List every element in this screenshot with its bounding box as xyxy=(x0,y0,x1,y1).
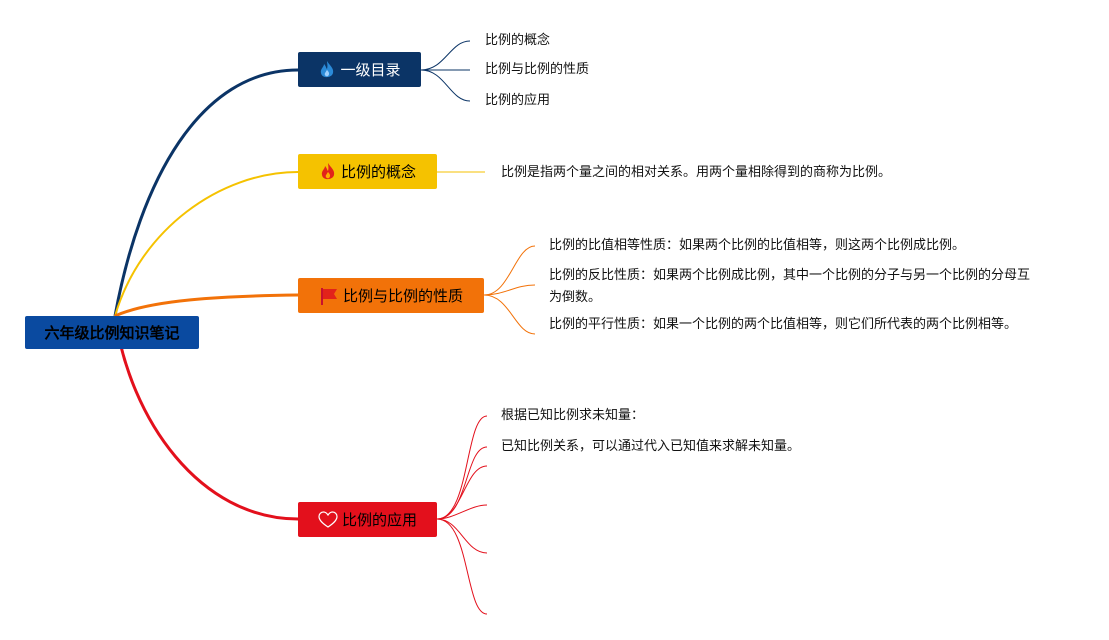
leaf-application-1[interactable]: 根据已知比例求未知量： xyxy=(501,408,645,423)
branch-label: 比例的应用 xyxy=(341,511,417,529)
leaf-application-2[interactable]: 已知比例关系，可以通过代入已知值来求解未知量。 xyxy=(501,439,801,454)
fire-icon xyxy=(319,162,337,182)
branch-label: 比例与比例的性质 xyxy=(342,287,463,305)
link-b4-c5 xyxy=(436,518,488,554)
root-label: 六年级比例知识笔记 xyxy=(44,324,180,342)
branch-label: 一级目录 xyxy=(340,61,401,79)
root-node[interactable]: 六年级比例知识笔记 xyxy=(25,316,199,349)
leaf-property-2[interactable]: 比例的反比性质：如果两个比例成比例，其中一个比例的分子与另一个比例的分母互为倒数… xyxy=(549,268,1031,305)
link-b1-c3 xyxy=(420,69,471,102)
leaf-property-3[interactable]: 比例的平行性质：如果一个比例的两个比值相等，则它们所代表的两个比例相等。 xyxy=(549,317,1018,332)
link-b3-c3 xyxy=(483,294,536,335)
leaf-toc-1[interactable]: 比例的概念 xyxy=(485,33,551,48)
leaf-property-1[interactable]: 比例的比值相等性质：如果两个比例的比值相等，则这两个比例成比例。 xyxy=(549,238,966,253)
link-b3-c1 xyxy=(483,245,536,296)
leaf-toc-2[interactable]: 比例与比例的性质 xyxy=(485,62,590,77)
flag-icon xyxy=(319,286,339,306)
branch-node-concept[interactable]: 比例的概念 xyxy=(298,154,437,189)
link-b1-c1 xyxy=(420,40,471,71)
link-root-b3 xyxy=(114,293,299,318)
link-root-b4 xyxy=(113,315,299,521)
link-b4-c3 xyxy=(436,465,488,520)
fire-icon xyxy=(318,60,336,80)
link-b3-c2 xyxy=(483,284,536,296)
heart-icon xyxy=(318,510,338,529)
branch-label: 比例的概念 xyxy=(340,163,416,181)
branch-node-toc[interactable]: 一级目录 xyxy=(298,52,421,87)
link-b4-c1 xyxy=(436,415,488,520)
link-root-b1 xyxy=(113,68,299,317)
leaf-toc-3[interactable]: 比例的应用 xyxy=(485,93,551,108)
link-b4-c4 xyxy=(436,504,488,520)
link-b4-c6 xyxy=(436,518,488,615)
link-root-b2 xyxy=(114,171,299,317)
branch-node-application[interactable]: 比例的应用 xyxy=(298,502,437,537)
branch-node-properties[interactable]: 比例与比例的性质 xyxy=(298,278,484,313)
leaf-concept-1[interactable]: 比例是指两个量之间的相对关系。用两个量相除得到的商称为比例。 xyxy=(501,165,892,180)
